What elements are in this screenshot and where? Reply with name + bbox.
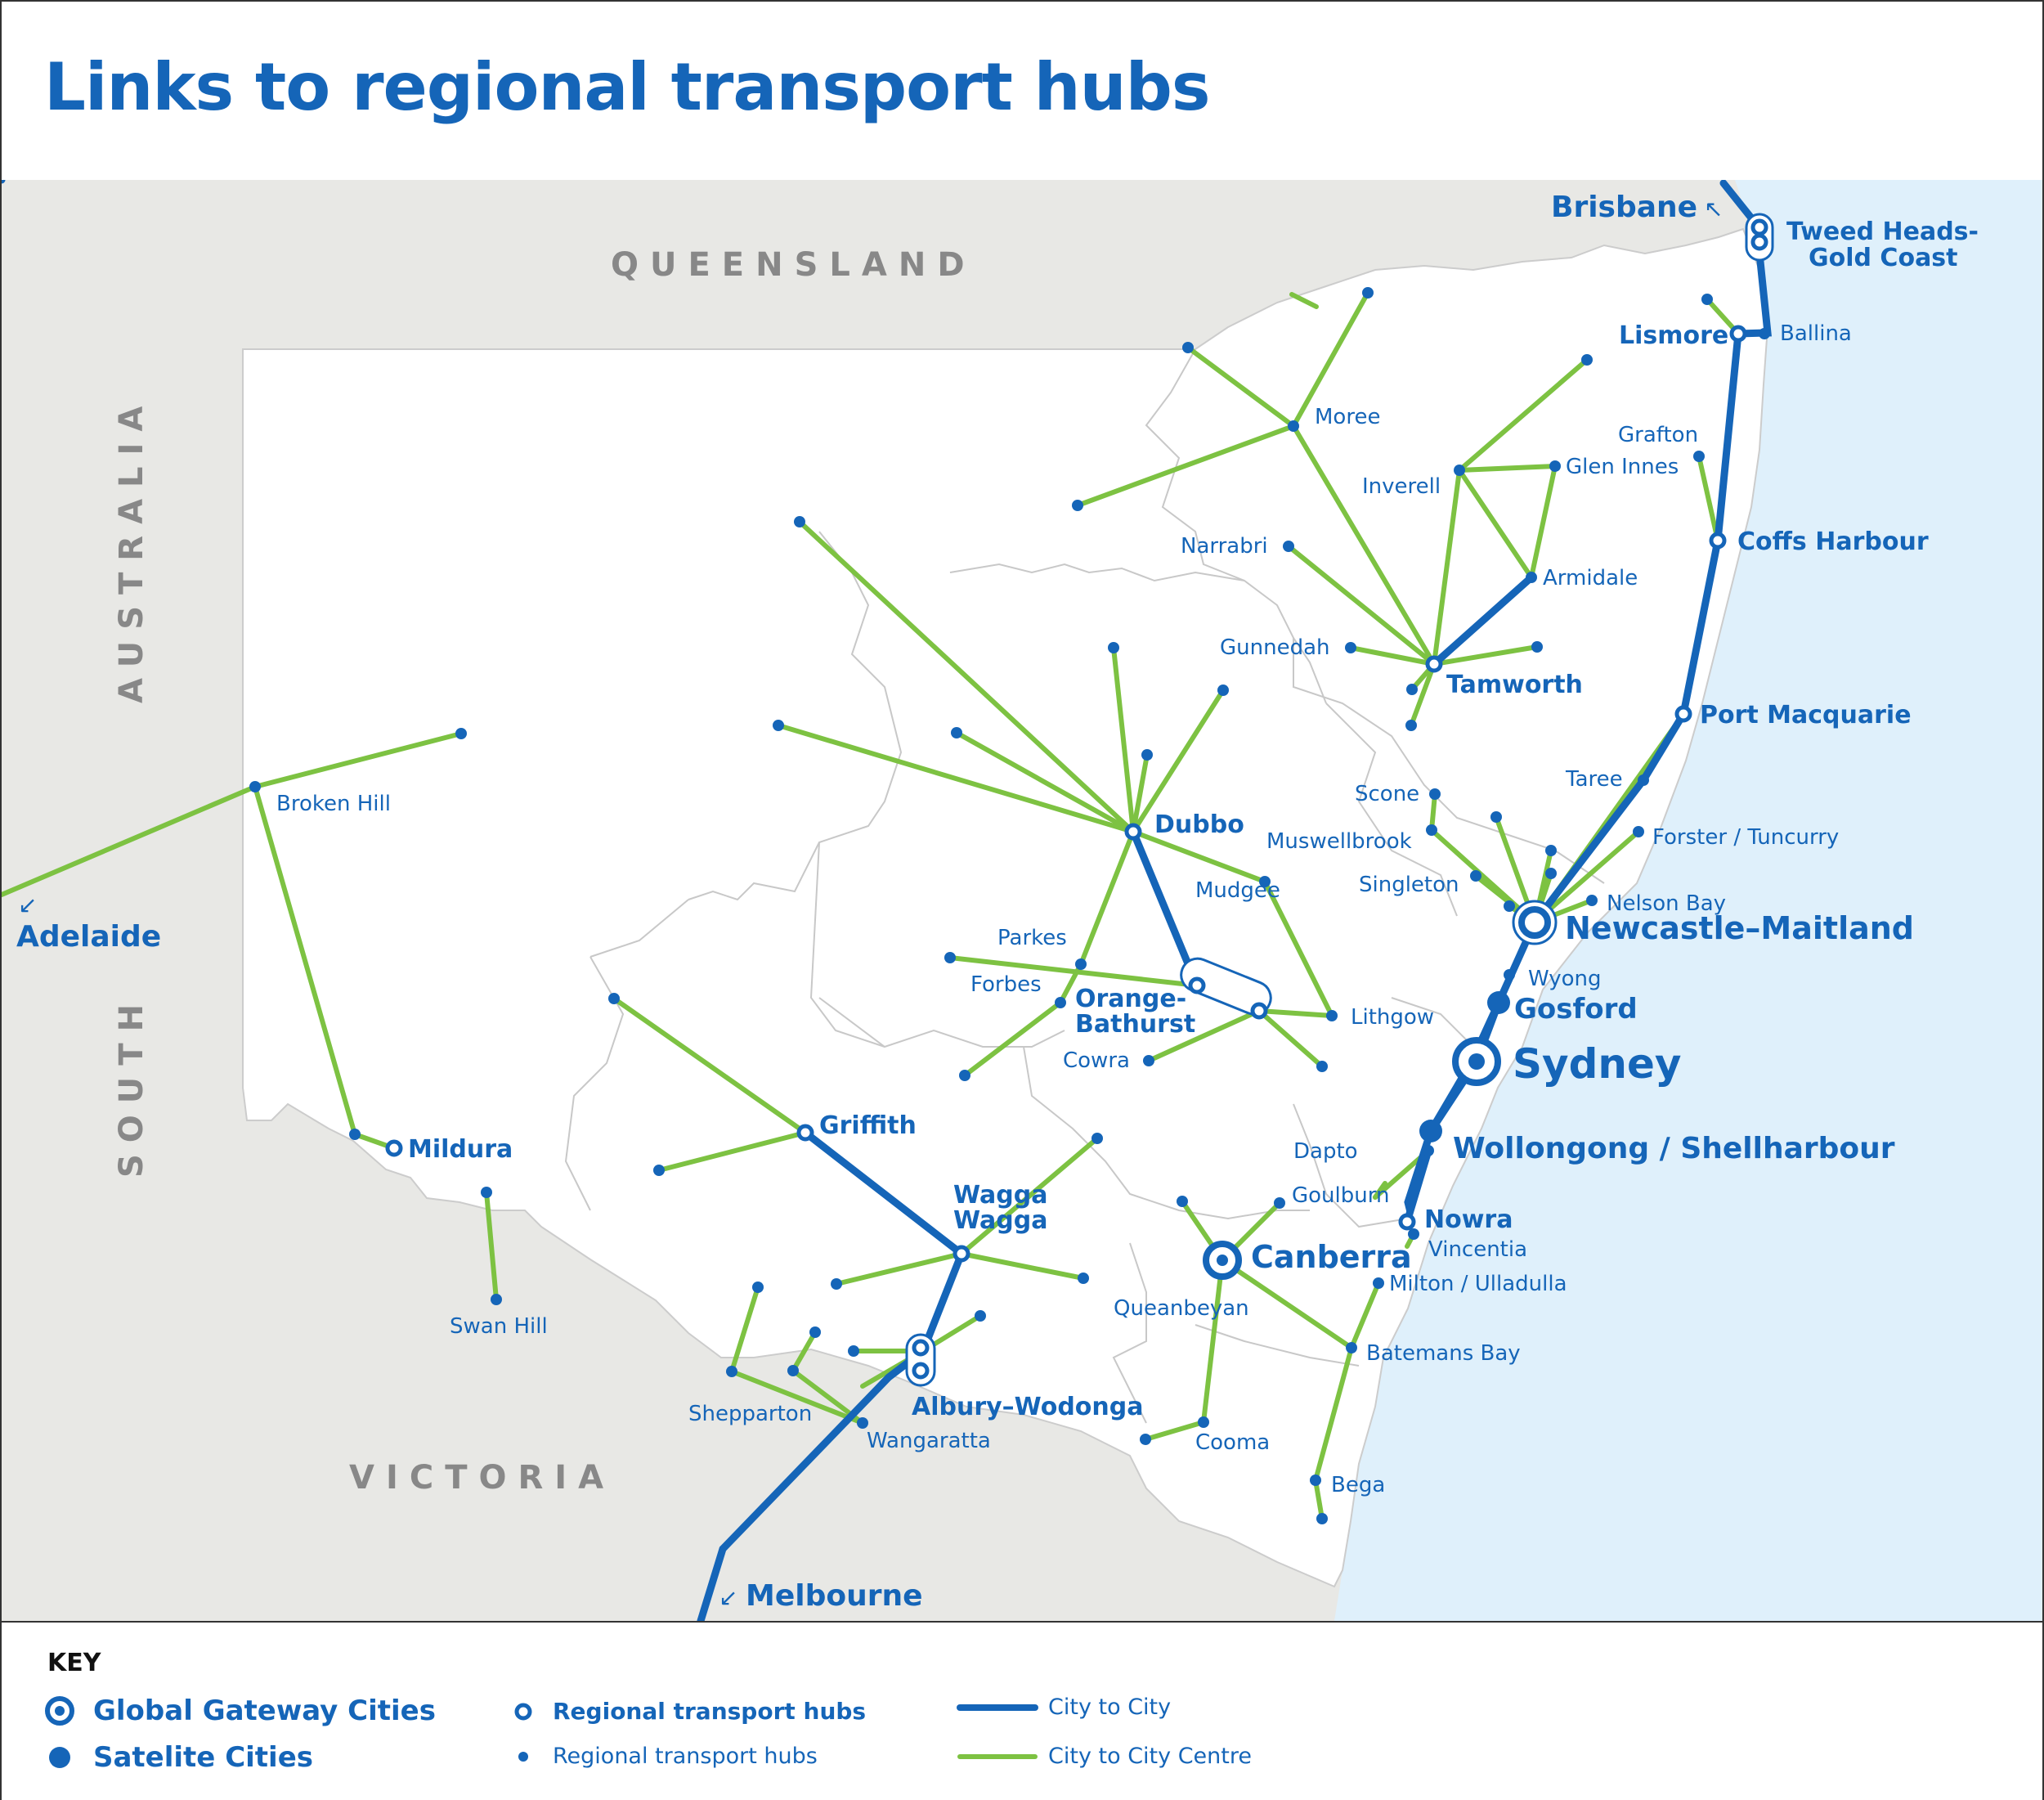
regional-hub-dot-icon	[518, 1751, 528, 1762]
legend-city-to-city-label: City to City	[1048, 1695, 1172, 1720]
legend-satellite: Satelite Cities	[44, 1741, 313, 1774]
label-canberra: Canberra	[1251, 1239, 1412, 1275]
gateway-city-markers	[1203, 900, 1558, 1280]
label-armidale: Armidale	[1543, 566, 1638, 590]
gateway-labels: Sydney Canberra Newcastle–Maitland Gosfo…	[1251, 910, 1914, 1275]
label-goulburn: Goulburn	[1292, 1183, 1389, 1208]
label-gunnedah: Gunnedah	[1220, 635, 1330, 660]
city-to-city-centre-links	[2, 290, 1767, 1521]
label-adelaide: Adelaide	[16, 920, 161, 954]
legend-hub-minor-label: Regional transport hubs	[553, 1744, 818, 1769]
label-albury: Albury–Wodonga	[912, 1393, 1143, 1421]
label-melbourne: Melbourne	[746, 1579, 923, 1613]
state-labels: QUEENSLAND AUSTRALIA SOUTH VICTORIA	[113, 246, 976, 1497]
label-wagga-1: Wagga	[953, 1181, 1047, 1210]
satellite-city-icon	[49, 1747, 70, 1768]
arrow-brisbane-icon: ↖	[1704, 195, 1723, 222]
major-hub-markers	[385, 213, 1774, 1387]
label-lithgow: Lithgow	[1351, 1005, 1434, 1030]
label-griffith: Griffith	[819, 1111, 917, 1140]
label-cooma: Cooma	[1195, 1430, 1270, 1455]
label-batemans-bay: Batemans Bay	[1366, 1341, 1521, 1366]
legend-title: KEY	[47, 1649, 101, 1677]
label-wangaratta: Wangaratta	[867, 1429, 991, 1453]
label-glen-innes: Glen Innes	[1566, 455, 1679, 479]
label-wyong: Wyong	[1528, 967, 1602, 991]
city-to-city-line-icon	[957, 1703, 1038, 1711]
label-gosford: Gosford	[1514, 993, 1638, 1026]
label-orange-1: Orange-	[1075, 985, 1186, 1013]
label-moree: Moree	[1315, 405, 1380, 429]
label-wollongong: Wollongong / Shellharbour	[1453, 1132, 1895, 1165]
arrow-melbourne-icon: ↙	[719, 1584, 737, 1611]
label-swan-hill: Swan Hill	[450, 1314, 548, 1339]
label-cowra: Cowra	[1063, 1048, 1130, 1073]
label-forbes: Forbes	[970, 972, 1042, 997]
label-muswellbrook: Muswellbrook	[1266, 829, 1412, 854]
label-broken-hill: Broken Hill	[276, 792, 391, 816]
label-inverell: Inverell	[1362, 474, 1441, 499]
label-orange-2: Bathurst	[1075, 1010, 1195, 1039]
label-bega: Bega	[1331, 1473, 1385, 1497]
city-to-city-centre-line-icon	[957, 1753, 1038, 1759]
nsw-map: QUEENSLAND AUSTRALIA SOUTH VICTORIA Sydn…	[2, 180, 2042, 1621]
legend-satellite-label: Satelite Cities	[93, 1741, 314, 1774]
label-mildura: Mildura	[408, 1135, 513, 1164]
label-shepparton: Shepparton	[688, 1402, 812, 1426]
label-newcastle: Newcastle–Maitland	[1565, 910, 1914, 946]
label-queensland: QUEENSLAND	[611, 246, 976, 284]
external-cities: Brisbane ↖ Adelaide ↙ Melbourne ↙	[16, 191, 1723, 1613]
label-narrabri: Narrabri	[1181, 534, 1268, 559]
region-boundaries	[564, 348, 1605, 1424]
legend: KEY Global Gateway Cities Satelite Citie…	[2, 1621, 2042, 1800]
nsw-state	[242, 227, 1769, 1588]
label-port-macquarie: Port Macquarie	[1700, 701, 1912, 729]
label-milton: Milton / Ulladulla	[1389, 1272, 1567, 1296]
arrow-adelaide-icon: ↙	[18, 891, 37, 918]
label-australia: AUSTRALIA	[113, 395, 150, 703]
label-nowra: Nowra	[1424, 1205, 1513, 1234]
label-vincentia: Vincentia	[1428, 1237, 1527, 1262]
label-dubbo: Dubbo	[1154, 810, 1244, 839]
sea	[1334, 180, 2042, 1621]
label-dapto: Dapto	[1293, 1139, 1358, 1164]
label-south: SOUTH	[113, 993, 150, 1178]
label-grafton: Grafton	[1618, 423, 1698, 447]
label-nelson-bay: Nelson Bay	[1607, 891, 1726, 916]
label-sydney: Sydney	[1513, 1040, 1682, 1088]
legend-hub-major-label: Regional transport hubs	[553, 1698, 867, 1725]
legend-gateway: Global Gateway Cities	[44, 1695, 436, 1727]
label-tweed-1: Tweed Heads-	[1786, 218, 1979, 246]
label-tweed-2: Gold Coast	[1809, 244, 1958, 272]
legend-gateway-label: Global Gateway Cities	[93, 1695, 436, 1727]
legend-hub-minor: Regional transport hubs	[512, 1744, 818, 1769]
label-wagga-2: Wagga	[953, 1206, 1047, 1235]
label-tamworth: Tamworth	[1446, 671, 1583, 699]
label-forster: Forster / Tuncurry	[1652, 825, 1839, 850]
legend-city-to-city-centre-label: City to City Centre	[1048, 1744, 1252, 1769]
label-coffs: Coffs Harbour	[1737, 527, 1929, 556]
regional-hub-ring-icon	[514, 1703, 532, 1720]
label-queanbeyan: Queanbeyan	[1114, 1296, 1249, 1321]
label-singleton: Singleton	[1359, 873, 1459, 897]
legend-hub-major: Regional transport hubs	[512, 1698, 866, 1725]
label-victoria: VICTORIA	[349, 1459, 615, 1497]
major-hub-labels: Tweed Heads- Gold Coast Lismore Coffs Ha…	[408, 218, 1979, 1421]
minor-hub-dots	[249, 287, 1770, 1524]
page-title: Links to regional transport hubs	[44, 49, 1210, 125]
legend-city-to-city-centre: City to City Centre	[957, 1744, 1252, 1769]
label-parkes: Parkes	[997, 926, 1067, 950]
gateway-city-icon	[45, 1696, 74, 1726]
minor-hub-labels: Ballina Grafton Glen Innes Inverell More…	[276, 321, 1852, 1497]
label-taree: Taree	[1565, 767, 1623, 792]
label-ballina: Ballina	[1780, 321, 1852, 346]
label-brisbane: Brisbane	[1551, 191, 1697, 224]
label-mudgee: Mudgee	[1195, 878, 1280, 903]
label-lismore: Lismore	[1619, 321, 1728, 350]
legend-city-to-city: City to City	[957, 1695, 1171, 1720]
label-scone: Scone	[1355, 782, 1419, 806]
